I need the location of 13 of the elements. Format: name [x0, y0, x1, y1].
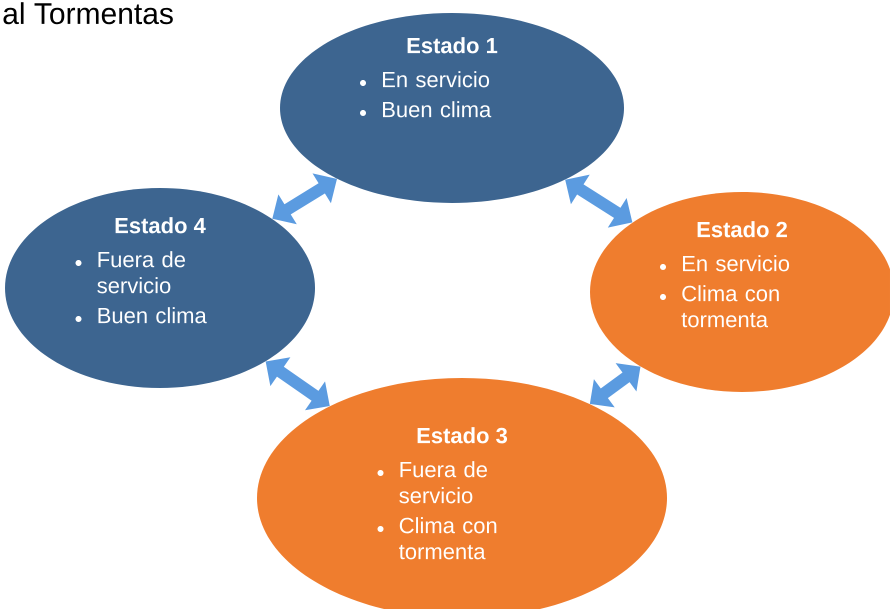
title: al Tormentas	[3, 2, 173, 24]
state-title: Estado 3	[418, 427, 508, 444]
bullet-item: Buen clima	[98, 307, 207, 324]
state-title: Estado 2	[698, 221, 787, 238]
bullet-item: Clima con tormenta	[399, 517, 496, 560]
bullet-item: En servicio	[683, 255, 790, 272]
bullet-item: Clima con tormenta	[682, 285, 779, 328]
state-title: Estado 1	[408, 37, 498, 54]
state-title: Estado 4	[116, 217, 206, 234]
bullet-item: Fuera de servicio	[399, 461, 487, 504]
bullet-item: Buen clima	[383, 101, 492, 118]
bullet-item: En servicio	[383, 71, 490, 88]
bullet-item: Fuera de servicio	[97, 251, 185, 294]
